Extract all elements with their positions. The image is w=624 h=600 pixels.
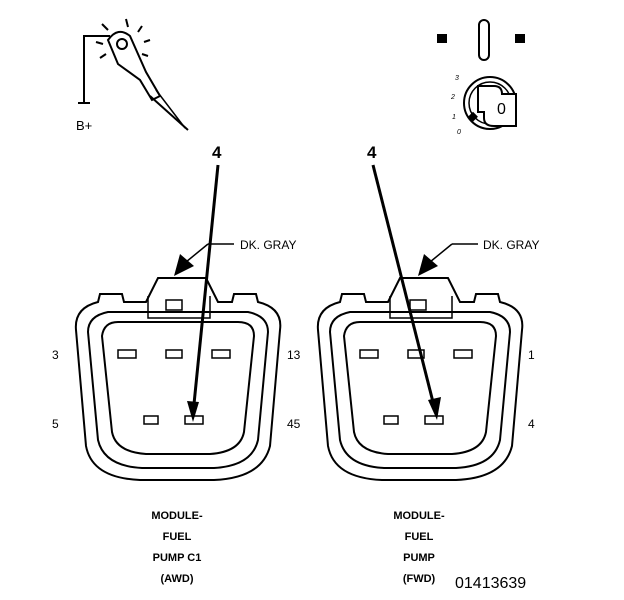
svg-text:MODULE-: MODULE- [393,510,445,522]
connector-right [316,277,524,481]
wire-arrowhead-right [418,254,438,276]
callout-arrowhead-left [187,401,199,422]
callout-arrow-left [191,164,220,415]
svg-text:MODULE-: MODULE- [151,510,203,522]
test-light-icon [78,18,189,131]
ignition-position-3: 3 [455,75,459,82]
ignition-switch-icon [437,19,525,130]
connector-left-pin-cavities [117,349,231,425]
svg-text:PUMP C1: PUMP C1 [153,552,202,564]
wire-color-right: DK. GRAY [483,238,539,252]
wire-color-left: DK. GRAY [240,238,296,252]
ignition-key-label: 0 [497,101,506,118]
connector-right-pin-cavities [359,349,473,425]
callout-arrowhead-right [428,397,441,420]
connector-left [74,277,282,481]
wire-arrowhead-left [174,254,194,276]
ignition-position-0: 0 [457,129,461,136]
ignition-position-1: 1 [452,114,456,121]
svg-text:FUEL: FUEL [405,531,434,543]
svg-text:PUMP: PUMP [403,552,435,564]
pin-number-left-bottom-right: 45 [287,417,301,431]
callout-number-right: 4 [367,143,377,162]
caption-left: MODULE- FUEL PUMP C1 (AWD) [151,510,203,585]
pin-number-left-top-left: 3 [52,348,59,362]
svg-text:FUEL: FUEL [163,531,192,543]
pin-number-right-bottom-right: 4 [528,417,535,431]
svg-text:(FWD): (FWD) [403,573,436,585]
callout-arrow-right [371,164,437,411]
battery-label: B+ [76,118,92,133]
pin-number-left-bottom-left: 5 [52,417,59,431]
pin-number-left-top-right: 13 [287,348,301,362]
callout-number-left: 4 [212,143,222,162]
figure-id: 01413639 [455,575,526,592]
svg-text:(AWD): (AWD) [161,573,194,585]
pin-number-right-top-right: 1 [528,348,535,362]
ignition-position-2: 2 [450,94,455,101]
caption-right: MODULE- FUEL PUMP (FWD) [393,510,445,585]
